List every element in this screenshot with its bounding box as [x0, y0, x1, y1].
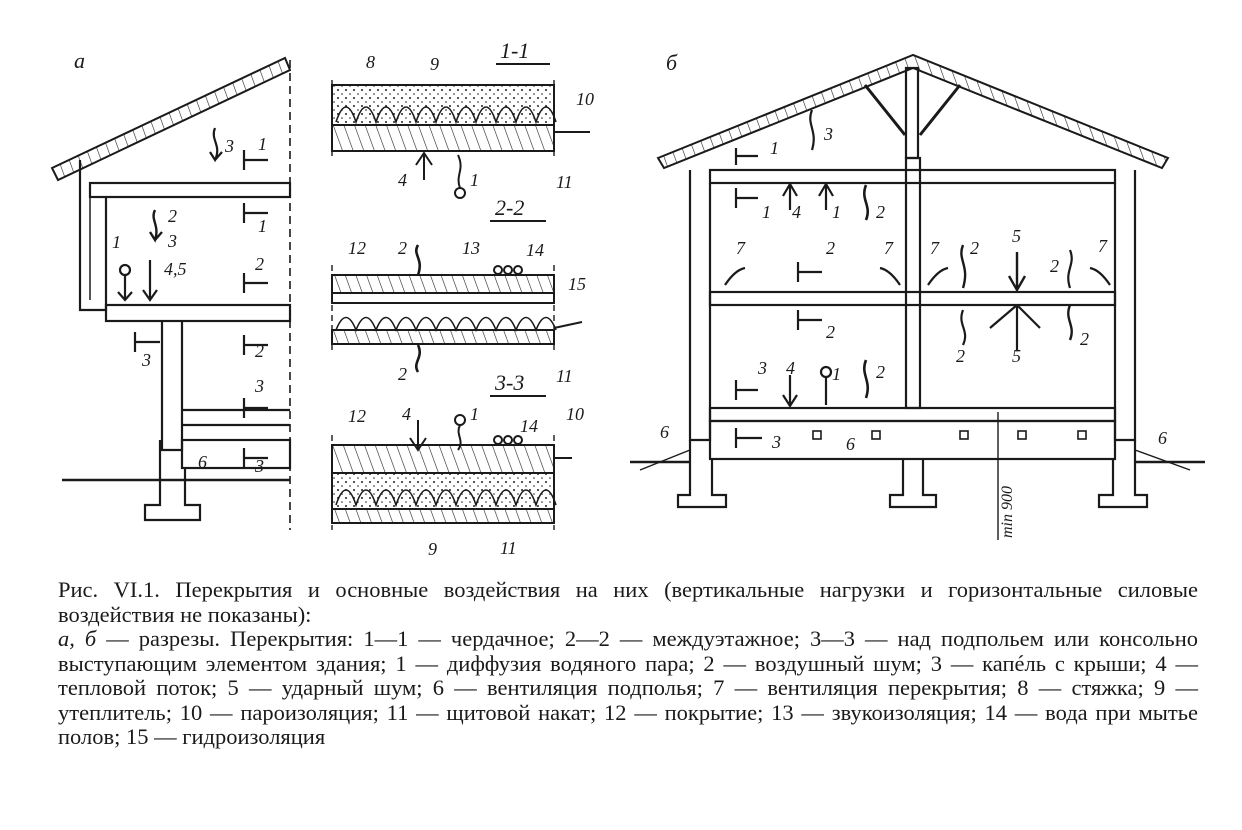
callout-label: 13 [462, 238, 480, 258]
callout-label: 12 [348, 238, 366, 258]
dimension-label: min 900 [999, 486, 1016, 538]
callout-label: 1 [470, 404, 479, 424]
callout-label: 7 [884, 238, 894, 258]
callout-label: 2 [1050, 256, 1059, 276]
caption-legend-lead: а, б [58, 626, 97, 651]
callout-label: 9 [430, 54, 439, 74]
callout-label: 3 [757, 358, 767, 378]
callout-label: 4,5 [164, 259, 187, 279]
callout-label: 3 [254, 376, 264, 396]
caption-legend: а, б — разрезы. Перекрытия: 1—1 — чердач… [58, 626, 1198, 750]
figure-caption: Рис. VI.1. Перекрытия и основные воздейс… [58, 577, 1198, 750]
callout-label: 11 [556, 172, 573, 192]
callout-label: 1 [832, 364, 841, 384]
section-1-1-title: 1-1 [500, 38, 529, 63]
callout-label: 9 [428, 539, 437, 559]
callout-label: 7 [930, 238, 940, 258]
callout-label: 1 [762, 202, 771, 222]
panel-b-label: б [666, 50, 678, 75]
section-2-2-title: 2-2 [495, 195, 524, 220]
callout-label: 11 [500, 538, 517, 558]
callout-label: 4 [398, 170, 407, 190]
detail-1-1 [331, 80, 590, 199]
callout-label: 5 [1012, 346, 1021, 366]
callout-label: 14 [520, 416, 538, 436]
callout-label: 3 [224, 136, 234, 156]
callout-label: 12 [348, 406, 366, 426]
detail-3-3 [331, 414, 572, 530]
callout-label: 2 [970, 238, 979, 258]
callout-label: 10 [576, 89, 594, 109]
callout-label: 14 [526, 240, 544, 260]
callout-label: 2 [168, 206, 177, 226]
callout-label: 2 [826, 322, 835, 342]
detail-1-1-labels: 1-1 8 9 10 11 4 1 [366, 38, 594, 192]
callout-label: 8 [366, 52, 375, 72]
figure-drawing: а 3 1 1 2 3 1 4,5 2 2 3 3 6 3 1-1 8 9 10… [50, 38, 1205, 559]
callout-label: 1 [258, 216, 267, 236]
callout-label: 7 [1098, 236, 1108, 256]
caption-legend-text: — разрезы. Перекрытия: 1—1 — чердачное; … [58, 626, 1198, 749]
callout-label: 1 [112, 232, 121, 252]
callout-label: 1 [770, 138, 779, 158]
callout-label: 1 [470, 170, 479, 190]
callout-label: 2 [398, 238, 407, 258]
callout-label: 6 [198, 452, 207, 472]
callout-label: 2 [1080, 329, 1089, 349]
callout-label: 1 [258, 134, 267, 154]
callout-label: 3 [141, 350, 151, 370]
callout-label: 6 [846, 434, 855, 454]
caption-title: Рис. VI.1. Перекрытия и основные воздейс… [58, 577, 1198, 627]
callout-label: 3 [254, 456, 264, 476]
callout-label: 10 [566, 404, 584, 424]
panel-a [50, 56, 292, 530]
callout-label: 2 [398, 364, 407, 384]
callout-label: 15 [568, 274, 586, 294]
callout-label: 6 [660, 422, 669, 442]
callout-label: 2 [956, 346, 965, 366]
detail-2-2 [331, 244, 583, 373]
detail-3-3-labels: 3-3 12 4 1 14 10 9 11 [348, 370, 584, 559]
panel-a-labels: а 3 1 1 2 3 1 4,5 2 2 3 3 6 3 [74, 48, 267, 476]
callout-label: 3 [823, 124, 833, 144]
callout-label: 3 [771, 432, 781, 452]
section-3-3-title: 3-3 [494, 370, 524, 395]
panel-b-labels: б 3 1 1 4 1 2 7 2 7 7 2 5 2 7 2 2 5 2 3 … [660, 50, 1167, 538]
callout-label: 1 [832, 202, 841, 222]
callout-label: 7 [736, 238, 746, 258]
panel-b [630, 53, 1205, 540]
callout-label: 6 [1158, 428, 1167, 448]
callout-label: 3 [167, 231, 177, 251]
callout-label: 2 [255, 341, 264, 361]
callout-label: 2 [826, 238, 835, 258]
callout-label: 2 [876, 362, 885, 382]
callout-label: 5 [1012, 226, 1021, 246]
callout-label: 4 [792, 202, 801, 222]
callout-label: 4 [402, 404, 411, 424]
callout-label: 2 [876, 202, 885, 222]
callout-label: 4 [786, 358, 795, 378]
callout-label: 2 [255, 254, 264, 274]
callout-label: 11 [556, 366, 573, 386]
panel-a-label: а [74, 48, 85, 73]
detail-2-2-labels: 2-2 12 2 13 14 15 11 2 [348, 195, 586, 386]
